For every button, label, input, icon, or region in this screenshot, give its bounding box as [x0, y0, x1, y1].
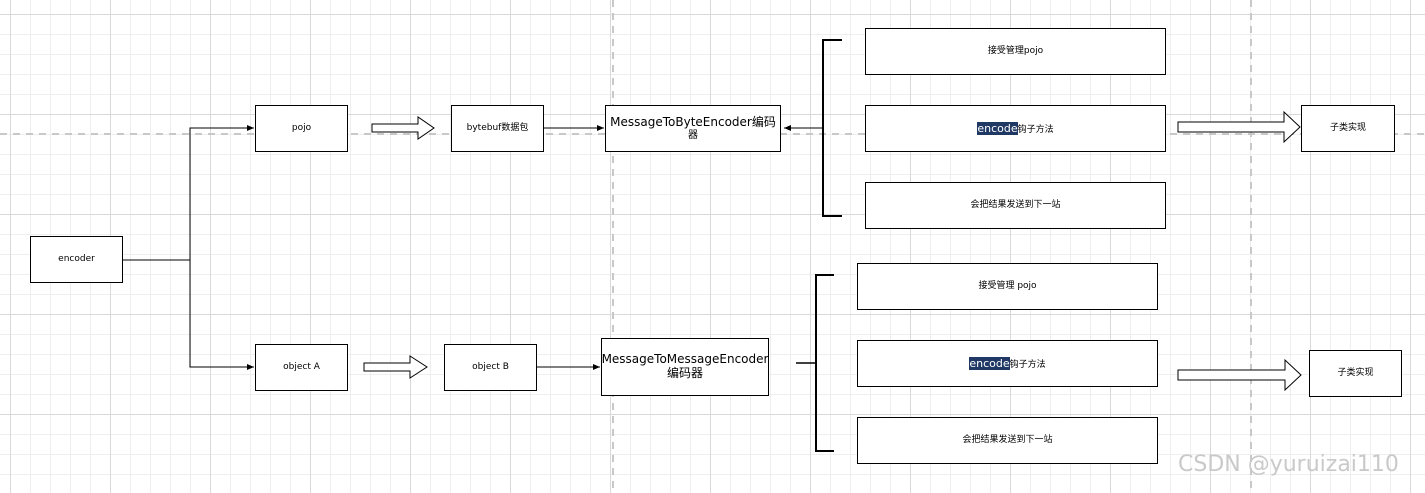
message-to-message-encoder-node: MessageToMessageEncoder 编码器 [601, 338, 769, 396]
pojo-node: pojo [255, 105, 348, 152]
mtb-encoder-label-line1: MessageToByteEncoder编码 [610, 114, 776, 129]
encoder-node: encoder [30, 236, 123, 283]
top-encode-hook-node: encode钩子方法 [865, 105, 1166, 152]
object-b-label: object B [472, 362, 509, 373]
message-to-byte-encoder-node: MessageToByteEncoder编码 器 [605, 105, 781, 152]
csdn-watermark: CSDN @yuruizai110 [1178, 452, 1399, 477]
mtm-encoder-label-line2: 编码器 [667, 366, 704, 380]
object-a-label: object A [283, 362, 320, 373]
bottom-accept-pojo-node: 接受管理 pojo [857, 263, 1158, 310]
top-subclass-impl-node: 子类实现 [1301, 105, 1395, 152]
bottom-accept-pojo-label: 接受管理 pojo [978, 281, 1037, 292]
bottom-encode-hook-rest: 钩子方法 [1009, 359, 1046, 370]
bottom-encode-to-subclass-block-arrow [1177, 358, 1302, 392]
top-encode-hook-label: encode钩子方法 [977, 121, 1054, 136]
mtm-encoder-label-line1: MessageToMessageEncoder [601, 352, 769, 367]
bytebuf-node: bytebuf数据包 [451, 105, 544, 152]
pojo-label: pojo [291, 123, 312, 134]
objecta-to-objectb-block-arrow [363, 355, 428, 379]
bottom-subclass-impl-label: 子类实现 [1337, 368, 1374, 379]
encoder-label: encoder [58, 254, 95, 265]
top-bracket [822, 39, 842, 217]
bottom-encode-highlight: encode [969, 356, 1010, 370]
top-encode-highlight: encode [977, 121, 1018, 135]
top-send-next-label: 会把结果发送到下一站 [970, 200, 1061, 211]
top-subclass-impl-label: 子类实现 [1329, 123, 1366, 134]
bottom-send-next-node: 会把结果发送到下一站 [857, 417, 1158, 464]
top-encode-to-subclass-block-arrow [1177, 110, 1301, 144]
bottom-bracket [815, 274, 834, 452]
bottom-send-next-label: 会把结果发送到下一站 [962, 435, 1053, 446]
encoder-fork-connector [123, 125, 254, 370]
object-b-node: object B [444, 344, 537, 391]
bottom-encode-hook-label: encode钩子方法 [969, 356, 1046, 371]
bottom-encode-hook-node: encode钩子方法 [857, 340, 1158, 387]
object-a-node: object A [255, 344, 348, 391]
top-accept-pojo-label: 接受管理pojo [987, 46, 1044, 57]
bottom-subclass-impl-node: 子类实现 [1309, 350, 1402, 397]
top-send-next-node: 会把结果发送到下一站 [865, 182, 1166, 229]
top-encode-hook-rest: 钩子方法 [1017, 124, 1054, 135]
top-accept-pojo-node: 接受管理pojo [865, 28, 1166, 75]
bytebuf-label: bytebuf数据包 [466, 123, 529, 134]
pojo-to-bytebuf-block-arrow [371, 116, 435, 140]
mtb-encoder-label-line2: 器 [688, 129, 698, 141]
